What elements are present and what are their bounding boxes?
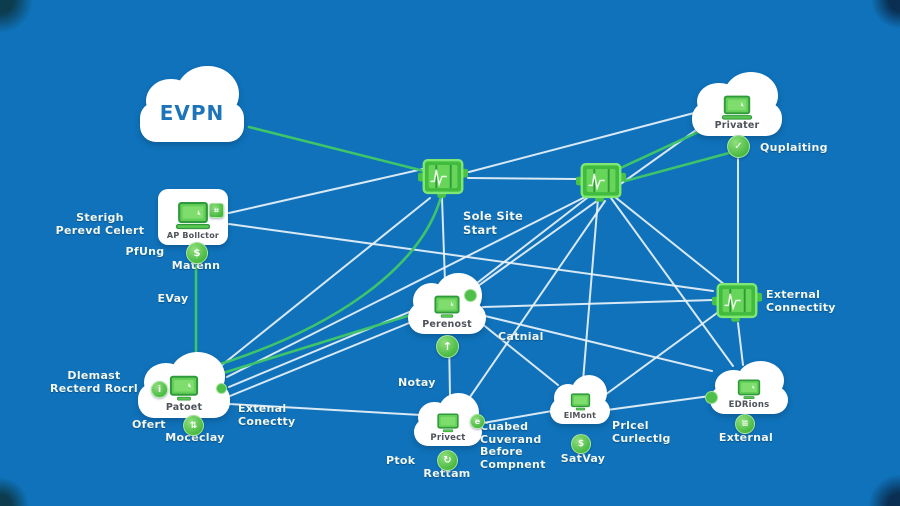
evay-annotation: EVay xyxy=(157,292,189,305)
status-dot xyxy=(705,391,718,404)
privater-label: Privater xyxy=(714,119,760,131)
monitor-icon xyxy=(437,412,459,432)
privect-badge-icon: e xyxy=(470,414,485,429)
elmont-label: ElMont xyxy=(563,411,597,420)
switch-right-node[interactable] xyxy=(576,161,626,202)
monitor-icon xyxy=(434,295,460,318)
privect-cloud[interactable]: Privect xyxy=(414,393,482,446)
pfung-annotation: PfUng xyxy=(125,245,165,258)
monitor-icon xyxy=(169,375,199,400)
ap-collector-label: AP Bollctor xyxy=(166,231,220,240)
edrions-ext-badge-icon[interactable]: ≡ xyxy=(735,414,755,434)
monitor-icon xyxy=(570,393,590,411)
ap-collector-node[interactable]: AP Bollctor ⌗ xyxy=(158,189,228,245)
edrions-cloud[interactable]: EDRions xyxy=(710,361,788,414)
edrions-ext-label: External xyxy=(718,431,774,444)
evpn-label: EVPN xyxy=(159,101,225,125)
matenn-badge-icon[interactable]: $ xyxy=(186,242,208,264)
perenost-up-badge-icon[interactable]: ↑ xyxy=(436,335,459,358)
qupleiting-badge-icon[interactable]: ✓ xyxy=(727,135,750,158)
status-dot xyxy=(464,289,477,302)
info-badge-icon: i xyxy=(151,381,168,398)
satvay-label: SatVay xyxy=(560,452,606,465)
laptop-icon xyxy=(721,95,753,120)
perenost-cloud[interactable]: Perenost xyxy=(408,272,486,334)
privater-cloud[interactable]: Privater xyxy=(692,72,782,136)
edrions-label: EDRions xyxy=(728,399,770,410)
switch-icon xyxy=(712,282,762,322)
perenost-label: Perenost xyxy=(422,318,472,330)
switch-icon xyxy=(576,162,626,202)
privect-label: Privect xyxy=(430,432,466,443)
monitor-icon xyxy=(737,378,761,399)
moceclay-badge-icon[interactable]: ⇅ xyxy=(183,415,204,436)
rettam-badge-icon[interactable]: ↻ xyxy=(437,450,458,471)
matenn-label: Matenn xyxy=(171,259,221,272)
switch-icon xyxy=(418,158,468,198)
satvay-badge-icon[interactable]: $ xyxy=(571,434,591,454)
moceclay-label: Moceclay xyxy=(165,431,225,444)
qupleiting-label: Quplaiting xyxy=(760,141,828,154)
switch-left-node[interactable] xyxy=(418,157,468,198)
status-dot xyxy=(216,383,227,394)
ptok-annotation: Ptok xyxy=(386,454,416,467)
patoet-label: Patoet xyxy=(165,401,203,413)
elmont-cloud[interactable]: ElMont xyxy=(550,375,610,424)
external-switch-node[interactable] xyxy=(712,281,762,322)
rettam-label: Rettam xyxy=(423,467,471,480)
tile-badge-icon: ⌗ xyxy=(209,203,224,218)
laptop-icon xyxy=(175,201,211,230)
ofert-annotation: Ofert xyxy=(132,418,166,431)
catnial-annotation: Catnial xyxy=(498,330,544,343)
notay-annotation: Notay xyxy=(398,376,436,389)
evpn-cloud[interactable]: EVPN xyxy=(140,65,244,142)
